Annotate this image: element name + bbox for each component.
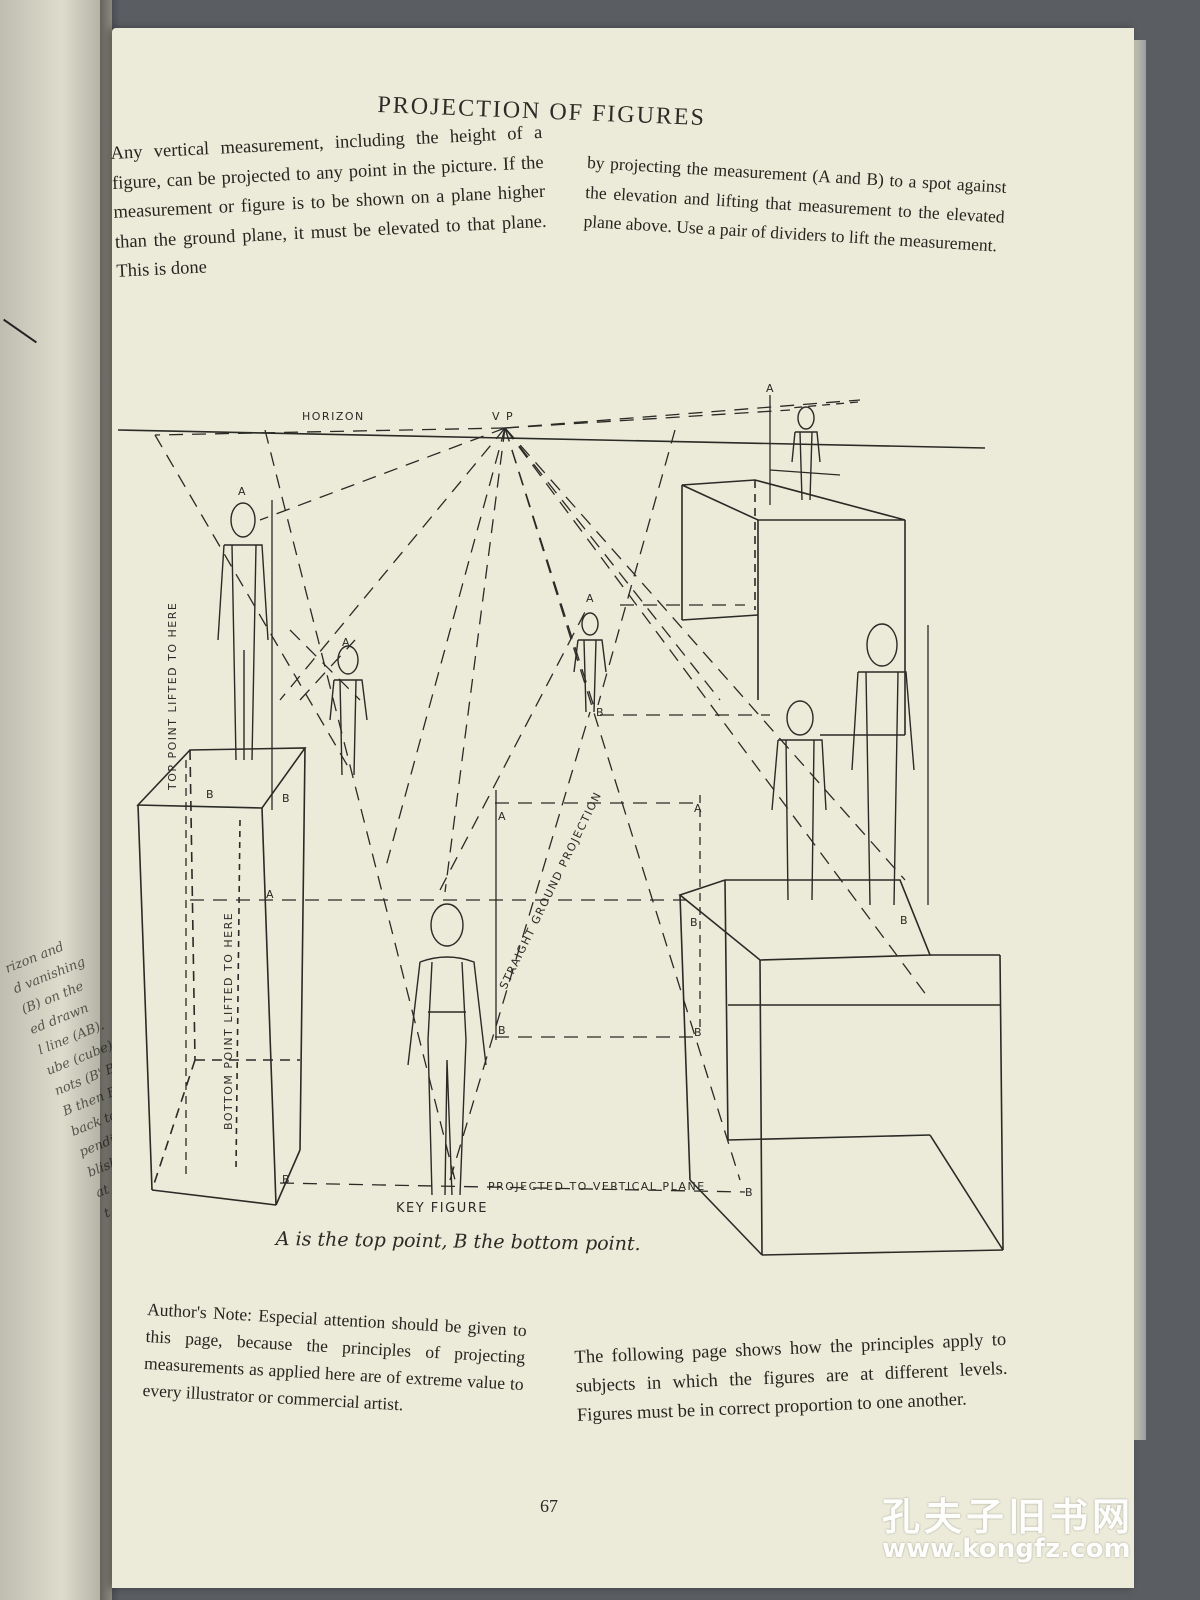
human-figures [217, 406, 915, 1196]
top-point-label: TOP POINT LIFTED TO HERE [166, 602, 179, 791]
projected-label: PROJECTED TO VERTICAL PLANE [488, 1180, 706, 1193]
point-letters: A A A A A A A B B B B B B B B B [206, 382, 909, 1199]
letter-b: B [900, 914, 909, 927]
letter-b: B [282, 792, 291, 805]
book-page [112, 28, 1134, 1588]
letter-b: B [596, 706, 605, 719]
figure-right-front [771, 700, 827, 901]
letter-b: B [694, 1026, 703, 1039]
letter-b: B [498, 1024, 507, 1037]
letter-a: A [766, 382, 775, 395]
closing-paragraph: The following page shows how the princip… [574, 1329, 1008, 1426]
letter-a: A [342, 636, 351, 649]
letter-a: A [694, 802, 703, 815]
authors-note: Author's Note: Especial attention should… [142, 1298, 528, 1415]
key-figure [407, 903, 487, 1196]
figure-distant [573, 612, 607, 713]
figure-top-box [791, 406, 821, 501]
figure-middle-left [329, 645, 368, 776]
left-page-edge: rizon and d vanishing (B) on the ed draw… [0, 0, 112, 1600]
bottom-point-label: BOTTOM POINT LIFTED TO HERE [222, 912, 235, 1130]
figure-right-back [851, 623, 915, 906]
right-lower-pedestal [678, 879, 1004, 1256]
key-figure-label: KEY FIGURE [396, 1201, 488, 1216]
letter-a: A [238, 485, 247, 498]
watermark-url: www.kongfz.com [882, 1534, 1131, 1564]
horizon-label: HORIZON [302, 410, 365, 423]
letter-b: B [282, 1173, 291, 1186]
vp-label: V P [492, 410, 514, 423]
figure-left-pedestal [217, 502, 269, 761]
letter-b: B [206, 788, 215, 801]
letter-b: B [745, 1186, 754, 1199]
page-number: 67 [540, 1496, 558, 1516]
left-pedestal [136, 747, 307, 1206]
measurement-lines [185, 395, 929, 1180]
watermark: 孔夫子旧书网 www.kongfz.com [882, 1486, 1182, 1586]
straight-projection-label: STRAIGHT GROUND PROJECTION [497, 789, 604, 991]
letter-a: A [266, 888, 275, 901]
vanishing-lines [154, 399, 931, 1193]
page-stack-edge [1132, 40, 1146, 1440]
letter-b: B [690, 916, 699, 929]
watermark-chinese: 孔夫子旧书网 [882, 1495, 1135, 1539]
letter-a: A [498, 810, 507, 823]
right-upper-box [681, 479, 906, 736]
letter-a: A [586, 592, 595, 605]
